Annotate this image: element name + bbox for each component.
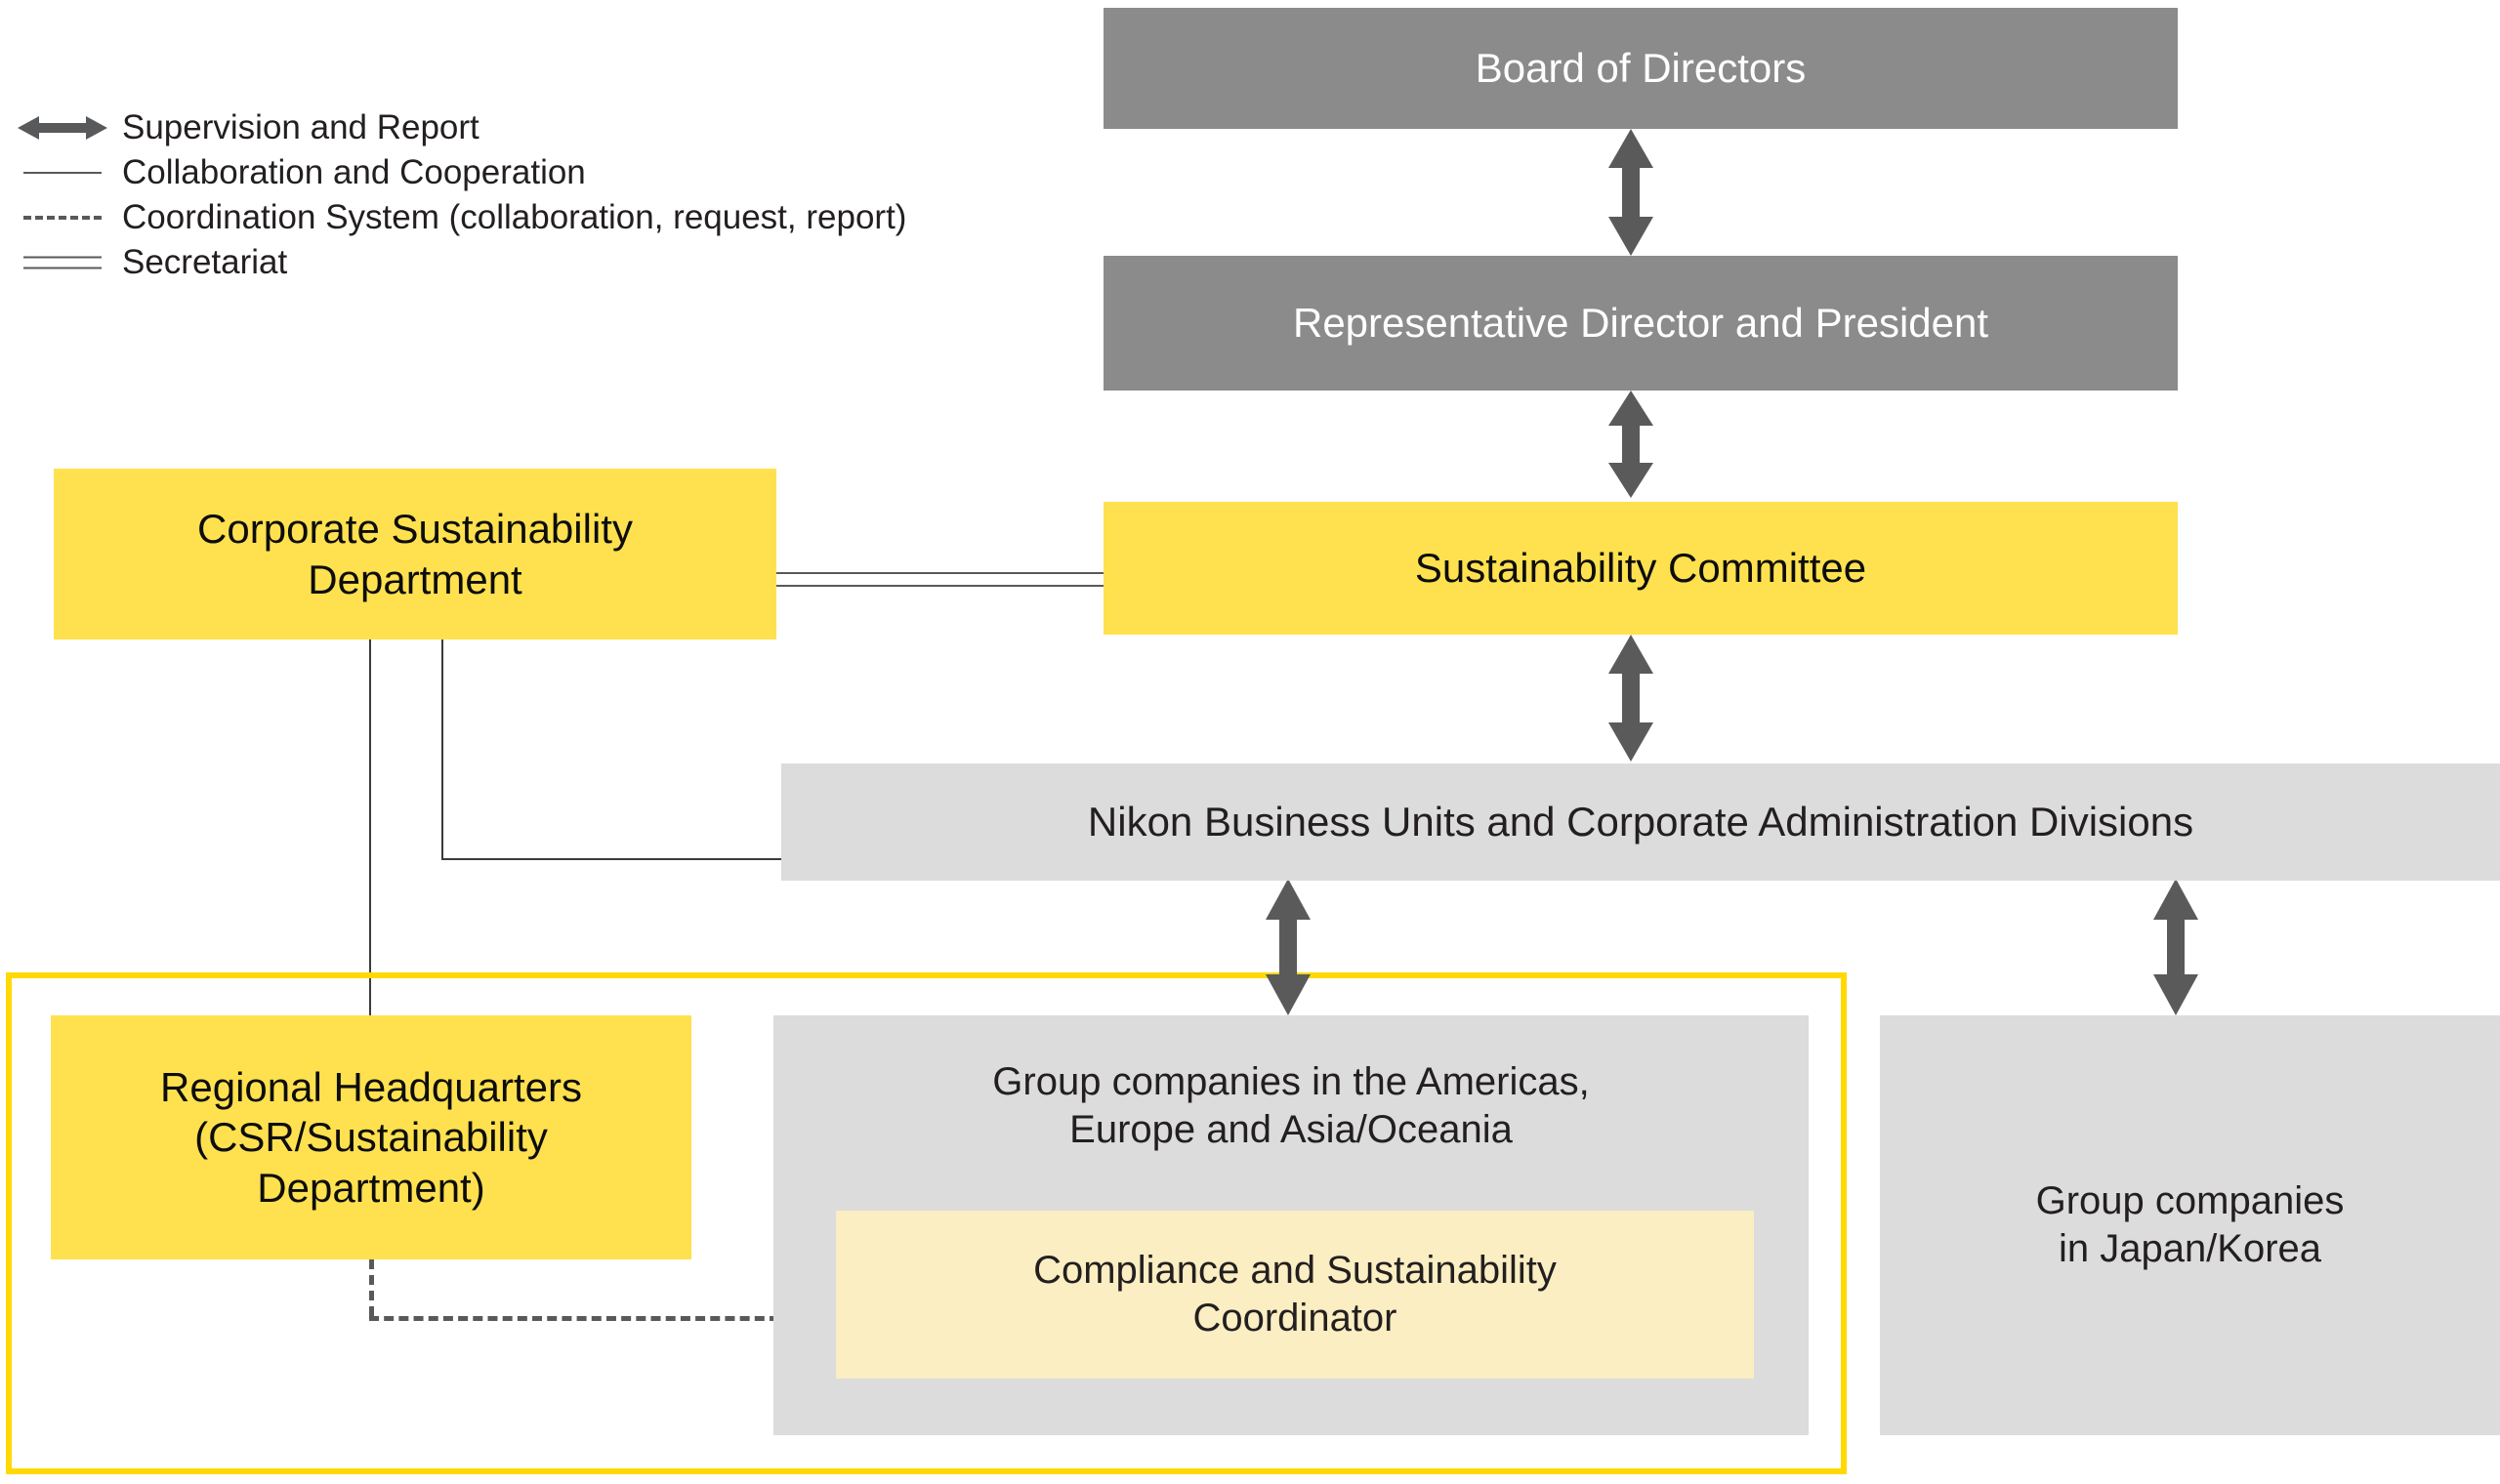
solid-line-icon	[10, 150, 112, 195]
node-compliance-sustainability-coordinator-line2: Coordinator	[1192, 1297, 1397, 1340]
node-regional-headquarters-line2: (CSR/Sustainability	[194, 1114, 548, 1161]
node-group-companies-japan-korea[interactable]: Group companies in Japan/Korea	[1880, 1015, 2500, 1435]
node-group-companies-overseas-line1: Group companies in the Americas,	[992, 1060, 1590, 1103]
connector-secretariat-double-line	[776, 572, 1104, 587]
node-board-of-directors-label: Board of Directors	[1475, 45, 1807, 92]
node-group-companies-japan-korea-line1: Group companies	[2035, 1179, 2345, 1223]
arrow-board-to-president	[1608, 129, 1653, 256]
legend-item-secretariat: Secretariat	[10, 240, 287, 285]
node-representative-director-president-label: Representative Director and President	[1292, 300, 1989, 347]
node-group-companies-japan-korea-line2: in Japan/Korea	[2058, 1227, 2322, 1270]
double-line-icon	[10, 240, 112, 285]
node-sustainability-committee[interactable]: Sustainability Committee	[1104, 502, 2178, 635]
node-group-companies-overseas-line2: Europe and Asia/Oceania	[1069, 1107, 1513, 1151]
legend-item-collaboration: Collaboration and Cooperation	[10, 150, 586, 195]
arrow-president-to-committee	[1608, 391, 1653, 498]
connector-csd-to-regional-hq	[369, 639, 371, 1079]
double-arrow-icon	[10, 105, 112, 150]
connector-coordination-dashed-vertical	[369, 1259, 374, 1316]
legend-label-secretariat: Secretariat	[122, 243, 288, 281]
node-representative-director-president[interactable]: Representative Director and President	[1104, 256, 2178, 391]
node-compliance-sustainability-coordinator-line1: Compliance and Sustainability	[1033, 1249, 1557, 1293]
arrow-business-units-to-overseas	[1266, 879, 1311, 1015]
legend-item-coordination: Coordination System (collaboration, requ…	[10, 195, 906, 240]
connector-csd-to-business-units-vertical	[441, 639, 443, 859]
node-compliance-sustainability-coordinator[interactable]: Compliance and Sustainability Coordinato…	[836, 1211, 1754, 1379]
node-regional-headquarters[interactable]: Regional Headquarters (CSR/Sustainabilit…	[51, 1015, 691, 1259]
arrow-business-units-to-japan-korea	[2153, 879, 2198, 1015]
connector-coordination-dashed-horizontal	[369, 1316, 779, 1321]
node-corporate-sustainability-department[interactable]: Corporate Sustainability Department	[54, 469, 776, 639]
arrow-committee-to-business-units	[1608, 635, 1653, 762]
overseas-region-frame	[6, 972, 1847, 1474]
node-board-of-directors[interactable]: Board of Directors	[1104, 8, 2178, 129]
legend-label-coordination: Coordination System (collaboration, requ…	[122, 198, 907, 236]
node-sustainability-committee-label: Sustainability Committee	[1414, 545, 1867, 592]
legend-label-collaboration: Collaboration and Cooperation	[122, 153, 586, 191]
node-corporate-sustainability-department-line1: Corporate Sustainability	[197, 506, 633, 553]
legend-label-supervision: Supervision and Report	[122, 108, 479, 146]
connector-csd-to-business-units-horizontal	[441, 858, 783, 860]
node-nikon-business-units-label: Nikon Business Units and Corporate Admin…	[1087, 799, 2194, 845]
legend-item-supervision: Supervision and Report	[10, 105, 479, 150]
node-regional-headquarters-line1: Regional Headquarters	[160, 1064, 582, 1111]
node-regional-headquarters-line3: Department)	[257, 1164, 485, 1211]
node-corporate-sustainability-department-line2: Department	[308, 556, 522, 602]
node-nikon-business-units[interactable]: Nikon Business Units and Corporate Admin…	[781, 763, 2500, 881]
dashed-line-icon	[10, 195, 112, 240]
